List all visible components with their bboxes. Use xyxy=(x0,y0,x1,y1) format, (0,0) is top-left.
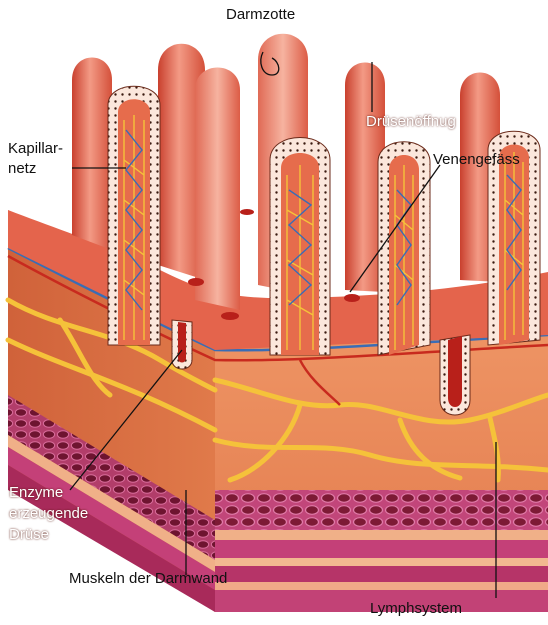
label-enzyme-line3: Drüse xyxy=(9,526,49,544)
villi-front xyxy=(195,68,240,311)
label-muscles: Muskeln der Darmwand xyxy=(69,570,227,588)
label-enzyme-line1: Enzyme xyxy=(9,484,63,502)
muscle-layers-front xyxy=(215,490,548,612)
label-capillary-line2: netz xyxy=(8,160,36,178)
label-gland-opening: Drüsenöffnug xyxy=(366,113,456,131)
label-capillary-line1: Kapillar- xyxy=(8,140,63,158)
label-lymph: Lymphsystem xyxy=(370,600,462,618)
label-villus: Darmzotte xyxy=(226,6,295,24)
label-vein: Venengefäss xyxy=(433,151,520,169)
label-enzyme-line2: erzeugende xyxy=(9,505,88,523)
